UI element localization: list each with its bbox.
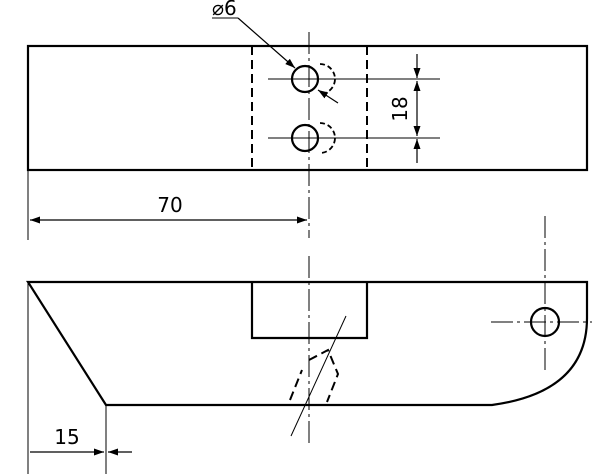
hidden-inclined-hole [289, 348, 340, 403]
top-view-outline [26, 44, 589, 172]
hidden-hole-2 [319, 122, 336, 154]
hole-1 [290, 64, 320, 94]
front-view-outline [25, 280, 589, 407]
front-view [25, 216, 592, 474]
hole-2 [290, 123, 320, 153]
top-view [26, 17, 589, 240]
dim-hole-diameter: ⌀6 [212, 0, 237, 20]
dim-hole-spacing: 18 [388, 96, 412, 121]
inclined-hole-axis [290, 315, 347, 437]
diameter-leader-tail [317, 89, 339, 104]
dim-chamfer-length: 15 [54, 425, 79, 449]
front-view-labels: 15 [54, 425, 79, 449]
dim-length-to-hole: 70 [157, 193, 182, 217]
diameter-leader [237, 17, 296, 69]
top-view-labels: ⌀6 18 70 [157, 0, 412, 217]
